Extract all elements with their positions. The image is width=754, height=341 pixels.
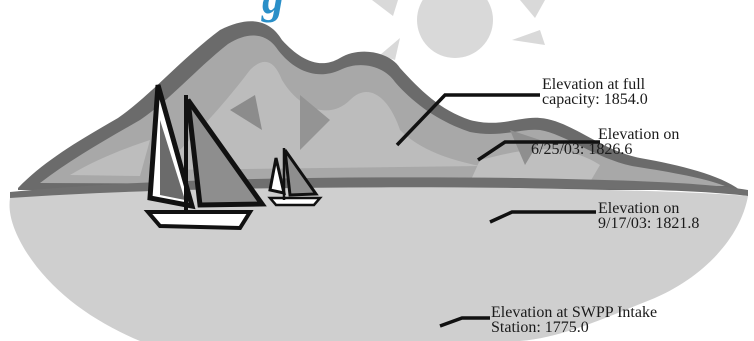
annotation-june-2003: Elevation on 6/25/03: 1826.6 <box>598 127 679 157</box>
annotation-line: Station: 1775.0 <box>491 320 657 335</box>
annotation-sept-2003: Elevation on 9/17/03: 1821.8 <box>598 201 699 231</box>
annotation-line: Elevation on <box>598 201 699 216</box>
annotation-line: capacity: 1854.0 <box>542 92 648 107</box>
annotation-full-capacity: Elevation at full capacity: 1854.0 <box>542 77 648 107</box>
annotation-line: 9/17/03: 1821.8 <box>598 216 699 231</box>
annotation-swpp-intake: Elevation at SWPP Intake Station: 1775.0 <box>491 305 657 335</box>
sun-icon <box>372 0 545 60</box>
annotation-line: 6/25/03: 1826.6 <box>531 142 679 157</box>
annotation-line: Elevation at full <box>542 77 648 92</box>
logo-mark: g <box>261 0 284 23</box>
annotation-line: Elevation at SWPP Intake <box>491 305 657 320</box>
annotation-line: Elevation on <box>598 127 679 142</box>
